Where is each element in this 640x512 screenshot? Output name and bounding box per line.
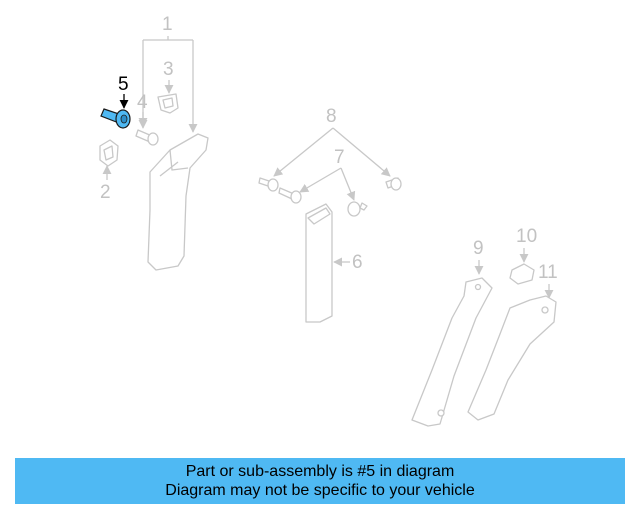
part-8-screw-right [385,177,402,191]
part-2-clip [99,139,119,167]
part-11-pillar-trim [467,295,557,421]
callout-10: 10 [516,226,537,247]
part-7-screw-right [347,201,368,217]
part-7-screw-left [278,187,302,204]
callout-8-leader [273,127,391,177]
callout-2: 2 [100,182,111,203]
part-6-pillar-trim [305,203,333,323]
parts-diagram: 1 3 4 5 2 8 [99,14,558,427]
callout-3: 3 [163,59,174,80]
part-9-pillar-trim [411,277,493,427]
part-4-screw [135,129,159,146]
banner-line-1: Part or sub-assembly is #5 in diagram [185,463,455,480]
callout-9: 9 [473,238,484,259]
part-1-pillar-trim [147,133,209,271]
part-8-screw-left [258,177,279,192]
callout-1: 1 [162,14,173,35]
info-banner: Part or sub-assembly is #5 in diagram Di… [15,458,625,504]
callout-1-leader [138,36,198,133]
part-5-bolt [100,108,131,129]
callout-7-leader [299,167,356,201]
callout-7: 7 [334,147,345,168]
banner-line-2: Diagram may not be specific to your vehi… [165,482,475,499]
part-10-clip [509,263,535,285]
callout-4: 4 [137,92,148,113]
callout-8: 8 [326,106,337,127]
callout-11: 11 [538,262,558,283]
callout-5: 5 [118,74,129,95]
callout-6: 6 [352,252,363,273]
part-3-clip [157,93,179,114]
